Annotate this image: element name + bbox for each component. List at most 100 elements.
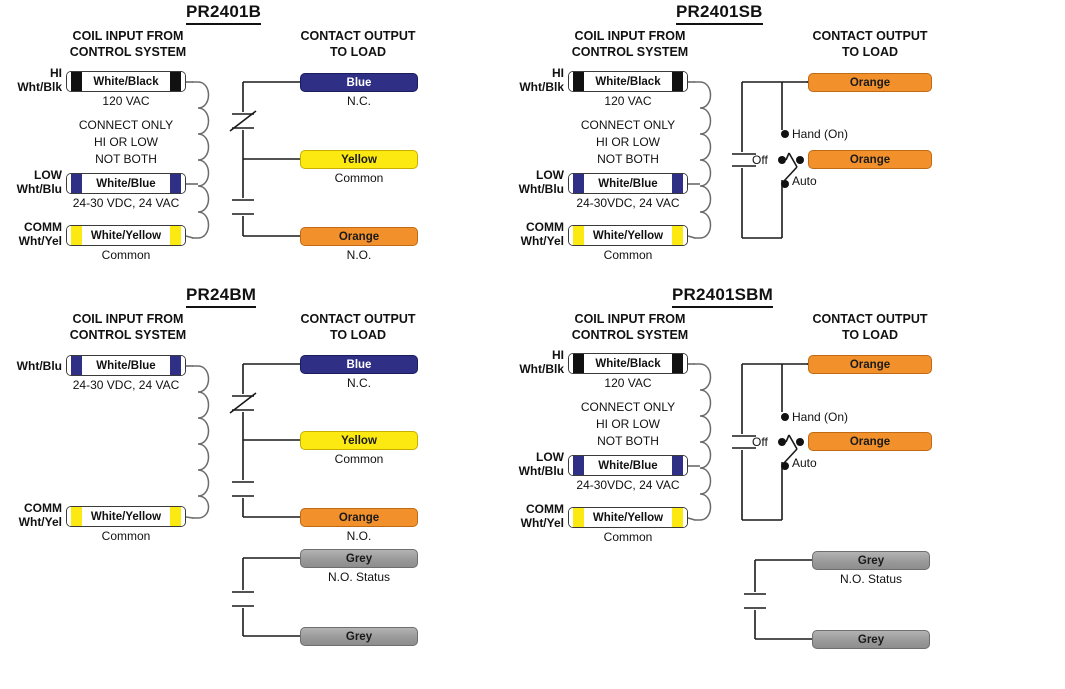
terminal-name: HI: [552, 348, 564, 362]
terminal-name: COMM: [24, 501, 62, 515]
diagram-title: PR2401SBM: [672, 285, 774, 308]
terminal-wire-code: Wht/Blu: [518, 464, 564, 478]
wire-caption-120vac: 120 VAC: [102, 94, 150, 108]
output-pill-blue: Blue: [300, 355, 418, 374]
connect-note-line1: CONNECT ONLY: [580, 400, 676, 414]
connect-note-line3: NOT BOTH: [597, 434, 659, 448]
wire-pad: [683, 174, 687, 193]
coil-input-header: COIL INPUT FROM CONTROL SYSTEM: [565, 311, 695, 343]
wire-band-right: [170, 174, 181, 193]
coil-input-line2: CONTROL SYSTEM: [69, 328, 187, 342]
output-caption-no: N.O.: [346, 248, 372, 262]
terminal-label-hi: HI Wht/Blk: [0, 66, 62, 94]
contact-output-line1: CONTACT OUTPUT: [812, 29, 928, 43]
diagram-title: PR24BM: [186, 285, 257, 308]
wire-pad: [683, 456, 687, 475]
wire-band-right: [672, 174, 683, 193]
terminal-wire-code: Wht/Blk: [519, 362, 564, 376]
connect-note: CONNECT ONLY HI OR LOW NOT BOTH: [558, 117, 698, 168]
wire-caption-common: Common: [603, 248, 653, 262]
wire-pill-white-blue: White/Blue: [66, 355, 186, 376]
output-pill-orange-bottom: Orange: [808, 432, 932, 451]
contact-output-line2: TO LOAD: [841, 45, 899, 59]
terminal-name: COMM: [526, 220, 564, 234]
terminal-name: LOW: [34, 168, 62, 182]
contact-output-header: CONTACT OUTPUT TO LOAD: [293, 311, 423, 343]
output-pill-grey-top: Grey: [812, 551, 930, 570]
output-caption-no-status: N.O. Status: [327, 570, 391, 584]
wire-band-left: [71, 507, 82, 526]
output-pill-yellow: Yellow: [300, 150, 418, 169]
output-caption-no: N.O.: [346, 529, 372, 543]
wire-pill-white-yellow: White/Yellow: [66, 506, 186, 527]
wire-label: White/Yellow: [584, 226, 672, 245]
wire-caption-24vdc: 24-30 VDC, 24 VAC: [72, 196, 180, 210]
wire-caption-common: Common: [603, 530, 653, 544]
wire-pad: [569, 226, 573, 245]
terminal-label-hi: HI Wht/Blk: [502, 348, 564, 376]
terminal-label-low: LOW Wht/Blu: [502, 168, 564, 196]
diagram-title: PR2401B: [186, 2, 262, 25]
terminal-label-hi: HI Wht/Blk: [502, 66, 564, 94]
contact-output-line1: CONTACT OUTPUT: [300, 312, 416, 326]
wire-band-right: [170, 226, 181, 245]
wire-pad: [181, 226, 185, 245]
connect-note-line2: HI OR LOW: [595, 417, 660, 431]
wire-pill-white-blue: White/Blue: [568, 455, 688, 476]
wire-band-left: [573, 226, 584, 245]
output-caption-no-status: N.O. Status: [839, 572, 903, 586]
wire-band-left: [573, 456, 584, 475]
switch-label-off: Off: [752, 435, 768, 449]
wire-pill-white-black: White/Black: [568, 71, 688, 92]
wire-label: White/Yellow: [584, 508, 672, 527]
terminal-label-comm: COMM Wht/Yel: [0, 501, 62, 529]
wire-pad: [569, 72, 573, 91]
wire-pill-white-yellow: White/Yellow: [568, 507, 688, 528]
wire-band-right: [672, 354, 683, 373]
wire-band-left: [71, 174, 82, 193]
terminal-label-low: LOW Wht/Blu: [502, 450, 564, 478]
connect-note-line3: NOT BOTH: [95, 152, 157, 166]
nc-contact-symbol-pr2401b: [229, 110, 257, 132]
wire-pad: [569, 354, 573, 373]
wire-pad: [67, 356, 71, 375]
output-caption-common: Common: [334, 171, 384, 185]
wire-pad: [181, 356, 185, 375]
output-pill-orange: Orange: [300, 508, 418, 527]
wire-band-left: [71, 226, 82, 245]
wire-caption-24vdc: 24-30VDC, 24 VAC: [576, 478, 680, 492]
terminal-name: LOW: [536, 168, 564, 182]
wire-pill-white-yellow: White/Yellow: [568, 225, 688, 246]
contact-output-line2: TO LOAD: [329, 45, 387, 59]
wire-caption-120vac: 120 VAC: [604, 94, 652, 108]
contact-output-line1: CONTACT OUTPUT: [300, 29, 416, 43]
coil-input-line1: COIL INPUT FROM: [72, 312, 184, 326]
wire-pad: [67, 507, 71, 526]
wire-pad: [67, 174, 71, 193]
hoa-switch-pr2401sbm: [732, 363, 810, 521]
terminal-wire-code: Wht/Blk: [17, 80, 62, 94]
coil-input-line1: COIL INPUT FROM: [574, 29, 686, 43]
wire-pad: [683, 226, 687, 245]
wire-band-left: [573, 174, 584, 193]
output-pill-blue: Blue: [300, 73, 418, 92]
coil-input-header: COIL INPUT FROM CONTROL SYSTEM: [565, 28, 695, 60]
wire-band-left: [573, 508, 584, 527]
output-pill-orange: Orange: [300, 227, 418, 246]
wire-pad: [569, 174, 573, 193]
wire-caption-common: Common: [101, 529, 151, 543]
wire-label: White/Yellow: [82, 507, 170, 526]
wire-band-right: [170, 356, 181, 375]
connect-note-line1: CONNECT ONLY: [78, 118, 174, 132]
wire-pad: [683, 72, 687, 91]
output-pill-grey-top: Grey: [300, 549, 418, 568]
diagram-title: PR2401SB: [676, 2, 763, 25]
wire-band-right: [672, 72, 683, 91]
output-pill-orange-top: Orange: [808, 73, 932, 92]
wire-band-left: [573, 354, 584, 373]
terminal-label-low: LOW Wht/Blu: [0, 168, 62, 196]
output-pill-yellow: Yellow: [300, 431, 418, 450]
status-contact-symbol-pr2401sbm: [744, 559, 812, 640]
wire-label: White/Blue: [82, 174, 170, 193]
wire-pad: [181, 507, 185, 526]
